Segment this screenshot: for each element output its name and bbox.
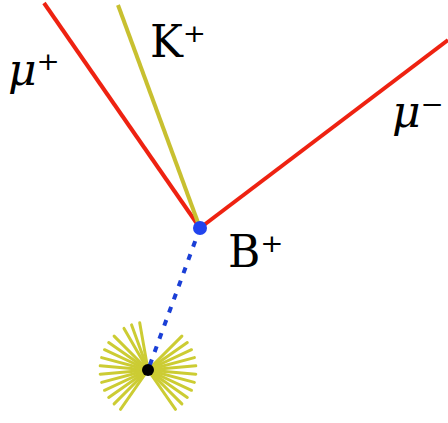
track xyxy=(148,336,182,370)
particle-label: μ⁻ xyxy=(392,90,444,134)
b-flight-path xyxy=(148,228,200,370)
decay-vertex xyxy=(193,221,207,235)
particle-label: K⁺ xyxy=(150,20,206,64)
primary-vertex-spray xyxy=(100,323,196,410)
track xyxy=(124,328,148,370)
particle-label: B⁺ xyxy=(228,230,284,274)
particle-label: μ⁺ xyxy=(8,48,60,92)
track xyxy=(121,370,149,409)
muon-minus-track xyxy=(200,40,448,228)
primary-vertex xyxy=(142,364,154,376)
